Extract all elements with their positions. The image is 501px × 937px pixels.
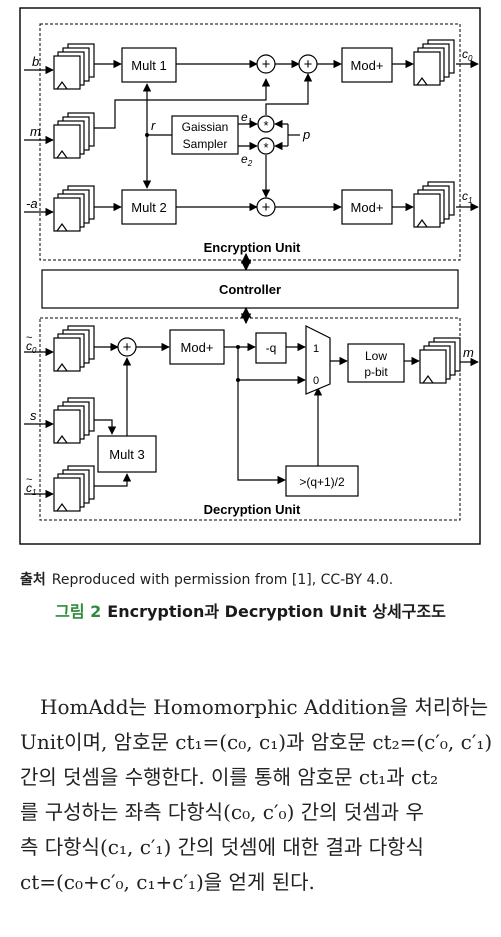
modplus-top-block bbox=[341, 47, 393, 83]
decryption-unit-box bbox=[39, 317, 461, 521]
dec-adder-symbol: + bbox=[123, 339, 132, 356]
input-c0-prime-label: c0 bbox=[26, 339, 37, 355]
source-text: Reproduced with permission from [1], CC-… bbox=[51, 572, 394, 588]
register-s bbox=[53, 397, 95, 444]
mult1-block bbox=[121, 47, 177, 83]
encryption-unit-box bbox=[39, 23, 461, 261]
low-pbit-label-1: Low bbox=[365, 349, 387, 363]
compare-label: >(q+1)/2 bbox=[299, 475, 345, 489]
wire-to-compare bbox=[237, 380, 286, 485]
modplus-bottom-block bbox=[341, 189, 393, 225]
signal-e2-label: e2 bbox=[241, 152, 253, 168]
body-line: Unit이며, 암호문 ct₁=(c₀, c₁)과 암호문 ct₂=(c′₀, … bbox=[20, 730, 493, 754]
adder-bottom-symbol: + bbox=[262, 199, 271, 216]
mult2-label: Mult 2 bbox=[131, 200, 166, 215]
adder-top-1-symbol: + bbox=[262, 56, 271, 73]
mult2-block bbox=[121, 189, 177, 225]
input-neg-a-label: -a bbox=[26, 196, 38, 211]
dec-modplus-block bbox=[169, 329, 225, 365]
gaussian-sampler-label-2: Sampler bbox=[183, 137, 228, 151]
modplus-top-label: Mod+ bbox=[351, 58, 384, 73]
decryption-unit-title: Decryption Unit bbox=[204, 502, 301, 517]
output-c1-label: c1 bbox=[462, 189, 472, 205]
output-c0-label: c0 bbox=[462, 47, 473, 63]
junction-r bbox=[145, 133, 149, 137]
mult3-block bbox=[97, 435, 157, 473]
body-line: 간의 덧셈을 수행한다. 이를 통해 암호문 ct₁과 ct₂ bbox=[20, 765, 439, 789]
multiplier-e2-symbol: * bbox=[263, 140, 268, 155]
signal-e1-label: e1 bbox=[241, 110, 252, 126]
body-line: 측 다항식(c₁, c′₁) 간의 덧셈에 대한 결과 다항식 bbox=[20, 835, 424, 859]
register-c0-prime bbox=[53, 325, 95, 372]
compare-block bbox=[285, 465, 359, 497]
wire-e1-to-adder2 bbox=[265, 73, 313, 108]
register-m bbox=[53, 112, 95, 159]
input-s-label: s bbox=[30, 408, 37, 423]
low-pbit-label-2: p-bit bbox=[364, 365, 388, 379]
figure-caption-text: Encryption과 Decryption Unit 상세구조도 bbox=[107, 602, 446, 621]
multiplier-e2 bbox=[257, 137, 275, 155]
register-c1-prime bbox=[53, 465, 95, 512]
adder-top-2-symbol: + bbox=[304, 56, 313, 73]
multiplier-e1-symbol: * bbox=[263, 118, 268, 133]
outer-frame bbox=[19, 7, 481, 545]
input-c1-prime-label: c1 bbox=[26, 481, 36, 497]
input-c1-prime-tilde: ~ bbox=[26, 474, 32, 486]
body-paragraph: HomAdd는 Homomorphic Addition을 처리하는 Unit이… bbox=[20, 690, 493, 900]
dec-modplus-label: Mod+ bbox=[181, 340, 214, 355]
output-m-label: m bbox=[463, 345, 474, 360]
register-m-out bbox=[419, 337, 461, 384]
register-b bbox=[53, 43, 95, 90]
input-b-label: b bbox=[32, 54, 39, 69]
wire-s-to-mult3 bbox=[94, 419, 117, 435]
mux-input-1-label: 1 bbox=[313, 343, 319, 355]
figure-number: 그림 2 bbox=[55, 602, 102, 621]
encryption-unit-title: Encryption Unit bbox=[204, 240, 301, 255]
gaussian-sampler-block bbox=[171, 115, 239, 155]
multiplier-e1 bbox=[257, 115, 275, 133]
signal-p-label: p bbox=[302, 127, 310, 142]
mult3-label: Mult 3 bbox=[109, 447, 144, 462]
register-c1 bbox=[413, 181, 455, 228]
controller-title: Controller bbox=[219, 282, 281, 297]
signal-r-label: r bbox=[151, 118, 156, 133]
low-pbit-block bbox=[347, 343, 405, 383]
wire-c1p-to-mult3 bbox=[94, 473, 132, 487]
body-line: ct=(c₀+c′₀, c₁+c′₁)을 얻게 된다. bbox=[20, 870, 315, 894]
neg-q-label: -q bbox=[266, 341, 277, 355]
body-line: HomAdd는 Homomorphic Addition을 처리하는 bbox=[40, 695, 489, 719]
input-m-label: m bbox=[30, 124, 41, 139]
encryption-decryption-diagram: b m -a Mult 1 Mult 2 r Gaissian Sampler … bbox=[19, 7, 481, 545]
body-line: 를 구성하는 좌측 다항식(c₀, c′₀) 간의 덧셈과 우 bbox=[20, 800, 424, 824]
wire-m-to-adder bbox=[94, 78, 271, 129]
mux-input-0-label: 0 bbox=[313, 375, 319, 387]
neg-q-block bbox=[255, 332, 287, 364]
gaussian-sampler-label-1: Gaissian bbox=[182, 120, 229, 134]
modplus-bottom-label: Mod+ bbox=[351, 200, 384, 215]
mult1-label: Mult 1 bbox=[131, 58, 166, 73]
input-c0-prime-tilde: ~ bbox=[26, 332, 32, 344]
mux-block bbox=[305, 325, 331, 395]
register-c0 bbox=[413, 39, 455, 86]
register-neg-a bbox=[53, 185, 95, 232]
figure-caption: 그림 2 Encryption과 Decryption Unit 상세구조도 bbox=[0, 598, 501, 622]
source-label: 출처 bbox=[20, 572, 46, 588]
source-note: 출처 Reproduced with permission from [1], C… bbox=[20, 569, 393, 589]
